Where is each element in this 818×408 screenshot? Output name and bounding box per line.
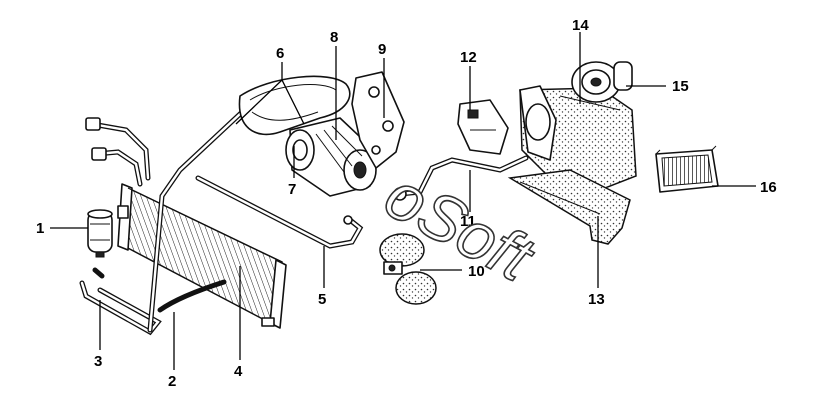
callout-labels: 1 2 3 4 5 6 7 8 9 10 11 12 13 14 15 16 <box>36 17 777 390</box>
callout-10: 10 <box>468 263 485 280</box>
callout-2: 2 <box>168 373 176 390</box>
suction-pipes <box>85 117 151 187</box>
leader-lines <box>50 32 756 370</box>
heater-core <box>655 145 719 193</box>
callout-11: 11 <box>460 213 476 230</box>
condenser <box>117 183 287 329</box>
compressor <box>285 117 377 197</box>
callout-3: 3 <box>94 353 102 370</box>
condenser-pipe <box>79 267 162 336</box>
receiver-drier <box>87 209 113 258</box>
belt-tensioner <box>379 233 437 305</box>
callout-1: 1 <box>36 220 44 237</box>
callout-6: 6 <box>276 45 284 62</box>
callout-14: 14 <box>572 17 589 34</box>
evaporator-housing <box>519 85 637 191</box>
callout-12: 12 <box>460 49 477 66</box>
suction-hose <box>393 155 529 201</box>
blower-motor <box>571 61 633 103</box>
callout-16: 16 <box>760 179 777 196</box>
callout-15: 15 <box>672 78 689 95</box>
callout-5: 5 <box>318 291 326 308</box>
liquid-line <box>195 175 364 249</box>
callout-8: 8 <box>330 29 338 46</box>
callout-13: 13 <box>588 291 605 308</box>
discharge-line <box>147 97 258 333</box>
callout-4: 4 <box>234 363 243 380</box>
expansion-valve <box>457 99 509 155</box>
heater-casing <box>507 169 631 245</box>
callout-9: 9 <box>378 41 386 58</box>
callout-7: 7 <box>288 181 296 198</box>
compressor-bracket <box>351 71 405 169</box>
